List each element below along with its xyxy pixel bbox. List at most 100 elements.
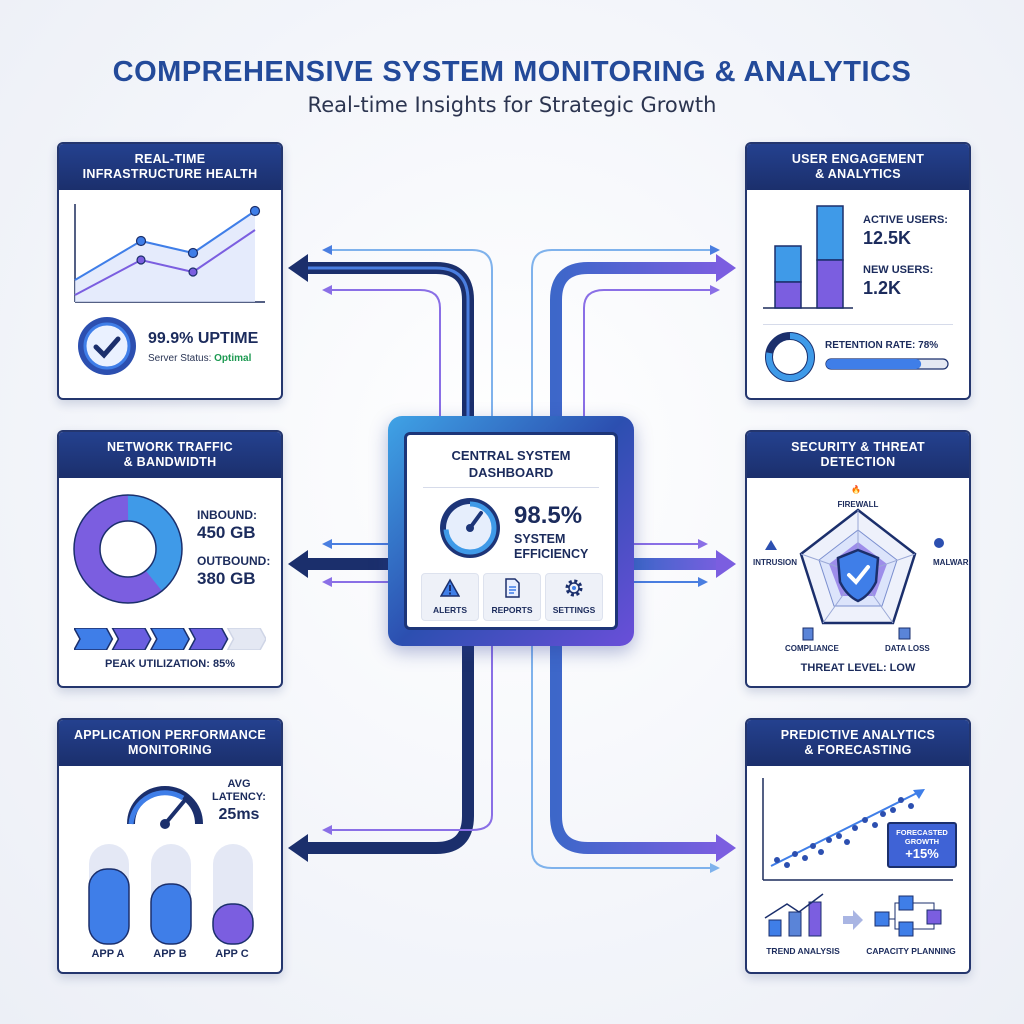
- app-bar: [88, 868, 130, 945]
- bandwidth-donut-chart: [73, 494, 183, 604]
- panel-header: NETWORK TRAFFIC & BANDWIDTH: [59, 432, 281, 478]
- inbound-value: 450 GB: [197, 523, 256, 542]
- peak-utilization-label: PEAK UTILIZATION: 85%: [105, 658, 235, 670]
- reports-button[interactable]: REPORTS: [483, 573, 541, 621]
- trend-analysis-icon: [764, 893, 824, 937]
- panel-title-line2: INFRASTRUCTURE HEALTH: [82, 167, 258, 181]
- axis-label-compliance: COMPLIANCE: [785, 644, 839, 653]
- peak-utilization-segment: [111, 628, 152, 650]
- arrow-right-icon: [843, 910, 863, 930]
- new-users-label: NEW USERS:: [863, 264, 934, 276]
- flame-icon: 🔥: [851, 484, 861, 494]
- capacity-planning-icon: [874, 895, 942, 937]
- panel-title-line1: USER ENGAGEMENT: [791, 152, 925, 166]
- panel-header: PREDICTIVE ANALYTICS & FORECASTING: [747, 720, 969, 766]
- settings-label: SETTINGS: [552, 605, 596, 615]
- warning-icon: [440, 578, 460, 597]
- central-title-line1: CENTRAL SYSTEM: [451, 448, 571, 463]
- peak-utilization-segment: [74, 628, 114, 650]
- app-label-b: APP B: [153, 948, 187, 960]
- panel-title-line2: & ANALYTICS: [815, 167, 901, 181]
- panel-user-engagement: USER ENGAGEMENT & ANALYTICS ACTIVE USERS…: [745, 142, 971, 400]
- threat-level: THREAT LEVEL: LOW: [800, 662, 916, 674]
- server-status-label: Server Status:: [148, 353, 212, 364]
- app-label-a: APP A: [91, 948, 125, 960]
- forecast-label: FORECASTED GROWTH: [896, 828, 948, 846]
- divider: [763, 324, 953, 325]
- peak-utilization-segment: [226, 628, 266, 650]
- panel-title-line2: & BANDWIDTH: [123, 455, 217, 469]
- panel-title-line1: REAL-TIME: [134, 152, 206, 166]
- central-title: CENTRAL SYSTEM DASHBOARD: [407, 447, 615, 481]
- latency-label: AVG LATENCY:: [207, 778, 271, 804]
- retention-label: RETENTION RATE: 78%: [825, 340, 939, 351]
- panel-title-line1: SECURITY & THREAT: [791, 440, 925, 454]
- retention-bar-fill: [826, 359, 922, 369]
- panel-network-traffic: NETWORK TRAFFIC & BANDWIDTH INBOUND: 450…: [57, 430, 283, 688]
- shield-check-icon: [836, 548, 880, 603]
- peak-utilization-segment: [149, 628, 191, 650]
- panel-header: APPLICATION PERFORMANCE MONITORING: [59, 720, 281, 766]
- app-bar: [212, 903, 254, 945]
- panel-title-line2: MONITORING: [127, 743, 213, 757]
- reports-label: REPORTS: [491, 605, 533, 615]
- users-bar-chart: [763, 205, 853, 309]
- latency-value: 25ms: [218, 806, 260, 823]
- gauge-icon: [127, 786, 203, 829]
- retention-bar: [825, 358, 949, 370]
- server-status: Server Status: Optimal: [148, 353, 251, 364]
- efficiency-label-line2: EFFICIENCY: [514, 547, 589, 561]
- threat-radar-chart: 🔥: [765, 484, 944, 641]
- latency-label-line2: LATENCY:: [212, 791, 266, 803]
- document-icon: [505, 578, 520, 598]
- efficiency-label: SYSTEM EFFICIENCY: [514, 532, 588, 562]
- planning-icons: [764, 893, 942, 937]
- peak-utilization-bar: [74, 628, 266, 650]
- gear-icon: [565, 579, 583, 597]
- forecast-value: +15%: [905, 846, 939, 861]
- panel-security-threat: SECURITY & THREAT DETECTION 🔥 FIREWALL M…: [745, 430, 971, 688]
- active-users-label: ACTIVE USERS:: [863, 214, 948, 226]
- outbound-value: 380 GB: [197, 569, 256, 588]
- panel-infrastructure-health: REAL-TIME INFRASTRUCTURE HEALTH 99.9% UP…: [57, 142, 283, 400]
- panel-predictive-analytics: PREDICTIVE ANALYTICS & FORECASTING FOREC…: [745, 718, 971, 974]
- alerts-button[interactable]: ALERTS: [421, 573, 479, 621]
- server-status-value: Optimal: [214, 353, 252, 364]
- efficiency-gauge-icon: [440, 498, 500, 558]
- data-loss-icon: [898, 627, 911, 640]
- retention-ring: [765, 332, 815, 382]
- panel-title-line1: PREDICTIVE ANALYTICS: [780, 728, 936, 742]
- panel-title-line1: NETWORK TRAFFIC: [106, 440, 233, 454]
- warning-icon: [765, 540, 777, 550]
- central-dashboard-panel: CENTRAL SYSTEM DASHBOARD 98.5% SYSTEM EF…: [404, 432, 618, 630]
- inbound-label: INBOUND:: [197, 508, 257, 522]
- page-title: COMPREHENSIVE SYSTEM MONITORING & ANALYT…: [112, 56, 912, 88]
- checkmark-icon: [78, 317, 136, 375]
- uptime-value: 99.9% UPTIME: [148, 330, 259, 347]
- alerts-label: ALERTS: [433, 605, 467, 615]
- panel-title-line2: DETECTION: [820, 455, 896, 469]
- axis-label-firewall: FIREWALL: [837, 500, 879, 509]
- panel-header: USER ENGAGEMENT & ANALYTICS: [747, 144, 969, 190]
- app-bar: [150, 883, 192, 945]
- efficiency-value: 98.5%: [514, 502, 583, 529]
- compliance-icon: [802, 627, 814, 641]
- panel-header: REAL-TIME INFRASTRUCTURE HEALTH: [59, 144, 281, 190]
- app-label-c: APP C: [215, 948, 249, 960]
- active-users-value: 12.5K: [863, 228, 912, 248]
- forecast-badge: FORECASTED GROWTH +15%: [887, 822, 957, 868]
- settings-button[interactable]: SETTINGS: [545, 573, 603, 621]
- panel-title-line1: APPLICATION PERFORMANCE: [73, 728, 267, 742]
- panel-application-performance: APPLICATION PERFORMANCE MONITORING AVG L…: [57, 718, 283, 974]
- axis-label-data-loss: DATA LOSS: [885, 644, 930, 653]
- panel-title-line2: & FORECASTING: [804, 743, 912, 757]
- axis-label-malware: MALWARE: [933, 558, 971, 567]
- trend-analysis-label: TREND ANALYSIS: [766, 946, 840, 956]
- new-users-value: 1.2K: [863, 278, 902, 298]
- efficiency-label-line1: SYSTEM: [514, 532, 566, 546]
- outbound-label: OUTBOUND:: [197, 554, 271, 568]
- page-subtitle: Real-time Insights for Strategic Growth: [307, 93, 717, 117]
- panel-header: SECURITY & THREAT DETECTION: [747, 432, 969, 478]
- capacity-planning-label: CAPACITY PLANNING: [866, 946, 956, 956]
- forecast-scatter-chart: [762, 778, 953, 881]
